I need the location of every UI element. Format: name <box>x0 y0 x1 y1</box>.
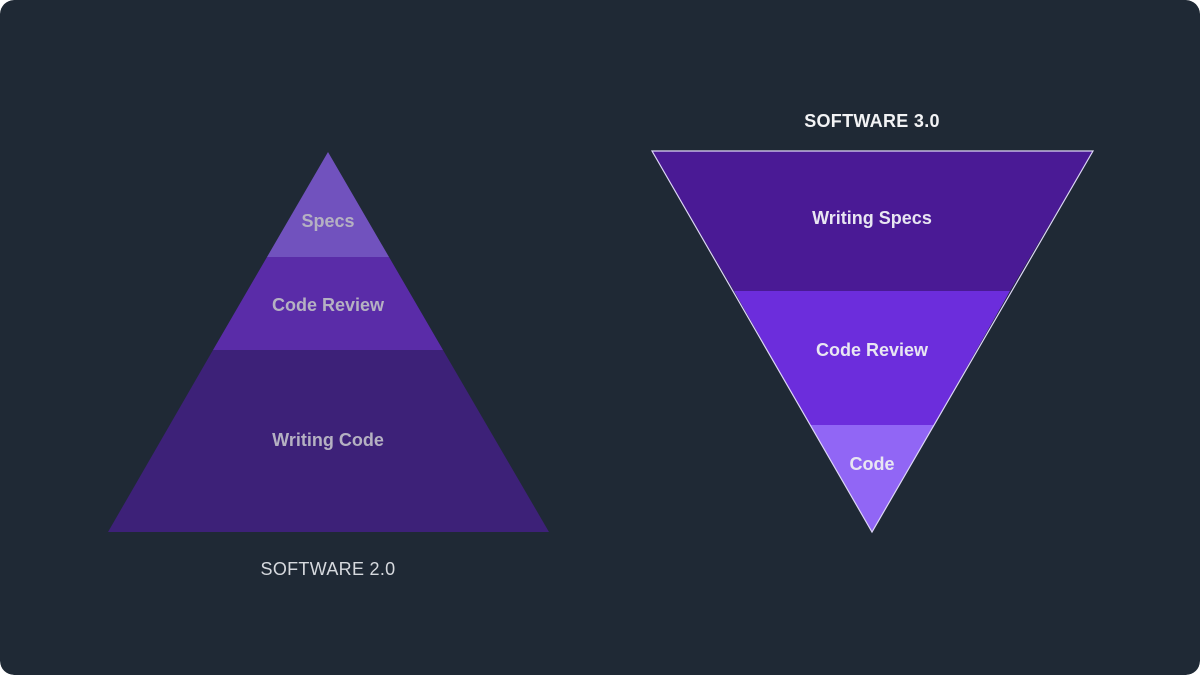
pyramid-layer-code-review <box>213 257 443 350</box>
pyramid-label-code-review: Code Review <box>272 295 385 315</box>
funnel-layer-code <box>810 425 934 532</box>
funnel-label-writing-specs: Writing Specs <box>812 208 932 228</box>
software-2-pyramid: Specs Code Review Writing Code SOFTWARE … <box>108 152 549 579</box>
funnel-layer-writing-specs <box>652 151 1093 291</box>
software-3-funnel: SOFTWARE 3.0 Writing Specs Code Review C… <box>650 111 1095 534</box>
pyramid-label-specs: Specs <box>301 211 354 231</box>
software-3-caption: SOFTWARE 3.0 <box>804 111 940 131</box>
funnel-outline <box>650 150 1095 534</box>
funnel-label-code: Code <box>850 454 895 474</box>
pyramid-layer-specs <box>267 152 389 257</box>
software-2-caption: SOFTWARE 2.0 <box>261 559 396 579</box>
pyramid-label-writing-code: Writing Code <box>272 430 384 450</box>
funnel-label-code-review: Code Review <box>816 340 929 360</box>
pyramid-layer-writing-code <box>108 350 549 532</box>
funnel-layer-code-review <box>734 291 1010 425</box>
